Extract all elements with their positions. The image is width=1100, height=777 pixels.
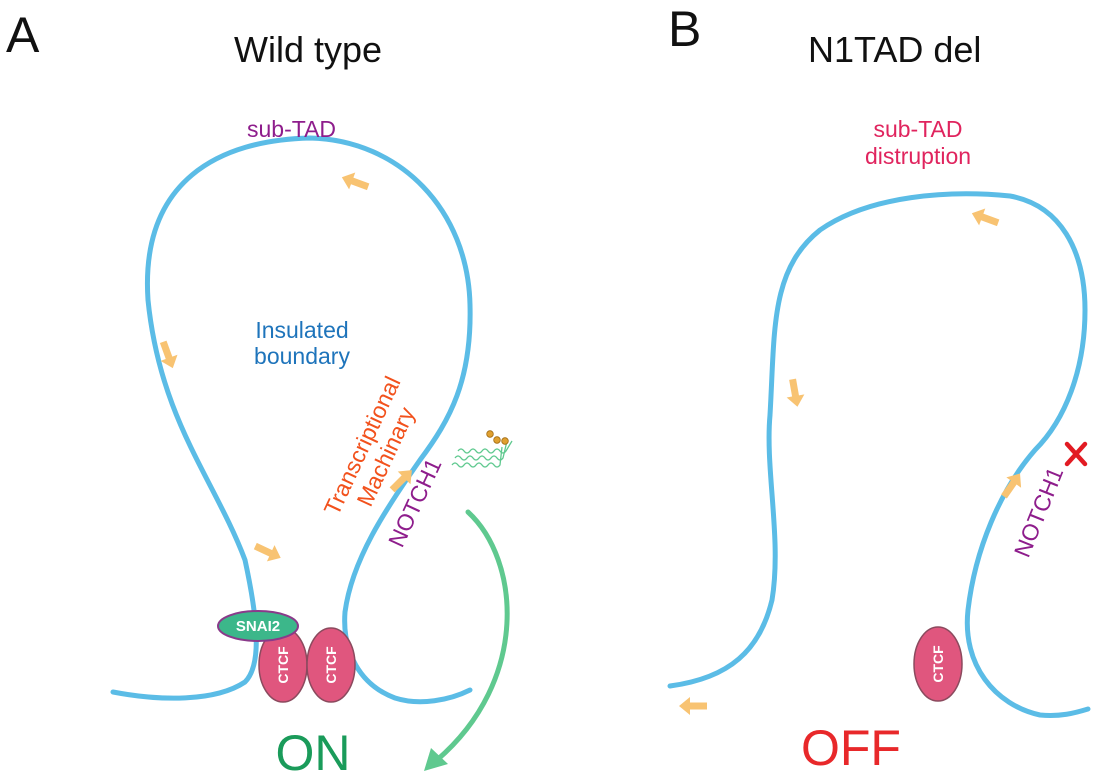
state-off-label: OFF (801, 720, 901, 776)
ctcf-protein-right: CTCF (306, 627, 356, 703)
direction-arrow-icon (389, 470, 412, 493)
ctcf-label: CTCF (930, 645, 946, 683)
loop-direction-arrows-b (679, 208, 1022, 715)
direction-arrow-icon (253, 542, 281, 562)
panel-a-letter: A (6, 7, 40, 63)
disruption-label-line2: distruption (865, 143, 971, 169)
loop-direction-arrows (159, 172, 412, 562)
chromatin-loop-deletion (667, 191, 1091, 718)
ctcf-protein: CTCF (913, 626, 963, 702)
panel-a-title: Wild type (234, 29, 382, 70)
snai2-protein: SNAI2 (217, 610, 299, 642)
red-x-icon (1064, 441, 1088, 467)
curved-arrow-icon (424, 509, 510, 771)
panel-b-title: N1TAD del (808, 29, 981, 70)
direction-arrow-icon (679, 697, 707, 715)
direction-arrow-icon (341, 172, 370, 191)
snai2-label: SNAI2 (236, 618, 280, 635)
insulated-label-line1: Insulated (255, 317, 348, 343)
panel-b: B N1TAD del sub-TAD distruption NOTCH1 (667, 1, 1091, 776)
subtad-label: sub-TAD (247, 116, 336, 142)
direction-arrow-icon (159, 340, 178, 369)
rna-transcript-icon (451, 430, 513, 468)
panel-a: A Wild type sub-TAD Insulated boundary T… (6, 7, 513, 777)
direction-arrow-icon (971, 208, 1000, 227)
direction-arrow-icon (786, 378, 805, 407)
disruption-label-line1: sub-TAD (873, 116, 962, 142)
chromatin-loop-wildtype (110, 135, 473, 705)
ctcf-label: CTCF (275, 646, 291, 684)
ctcf-label: CTCF (323, 646, 339, 684)
direction-arrow-icon (1001, 473, 1022, 499)
panel-b-letter: B (668, 1, 701, 57)
state-on-label: ON (276, 725, 351, 777)
insulated-label-line2: boundary (254, 343, 350, 369)
